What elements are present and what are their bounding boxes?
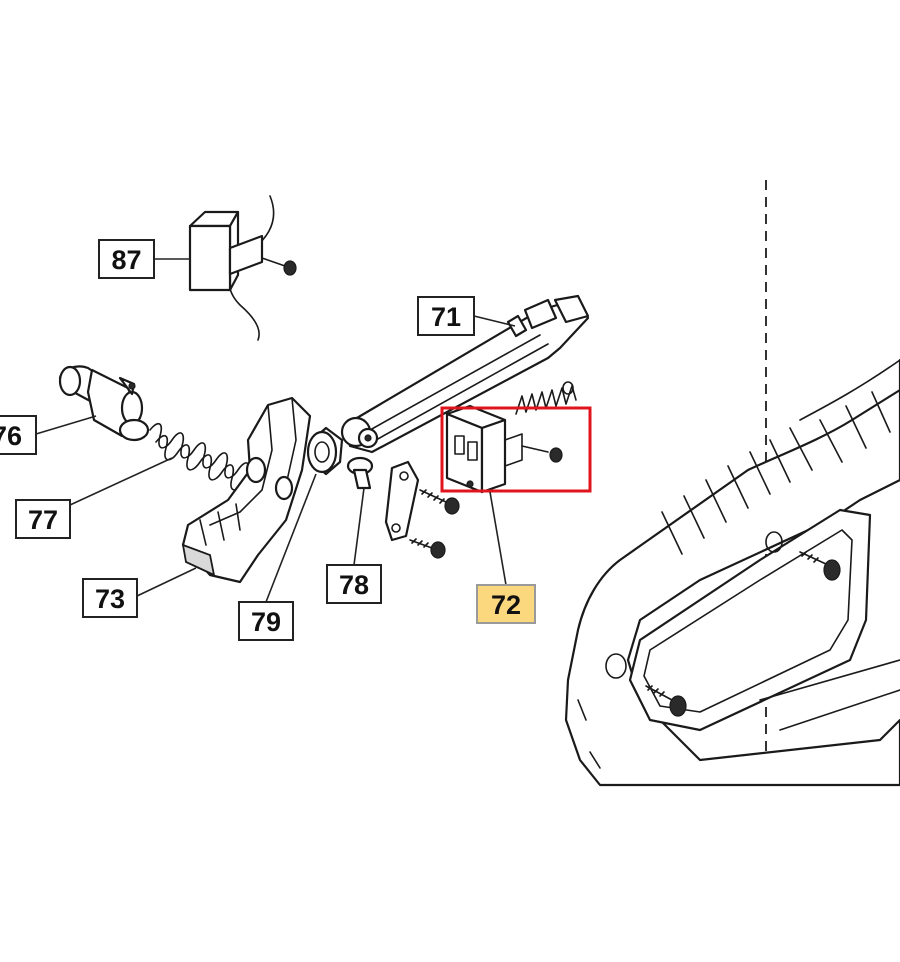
screw-upper	[419, 489, 460, 515]
callout-79-label: 79	[251, 607, 281, 637]
part-71-switch-rod	[340, 294, 590, 454]
part-78-pin	[346, 456, 374, 490]
screw-lower	[409, 538, 446, 559]
callout-79: 79	[238, 473, 317, 641]
link-plate	[384, 460, 420, 542]
callout-76: 76	[0, 415, 97, 455]
callout-72-label: 72	[491, 590, 521, 620]
callout-72: 72	[476, 491, 536, 624]
callout-76-label: 76	[0, 421, 22, 451]
part-79-roller	[306, 426, 344, 476]
housing	[564, 180, 900, 787]
part-73-trigger	[181, 396, 312, 584]
callout-71: 71	[417, 296, 516, 336]
part-76-plug	[58, 365, 150, 442]
callout-78-label: 78	[339, 570, 369, 600]
highlight-box	[440, 406, 592, 493]
callout-77-label: 77	[28, 505, 58, 535]
callout-73-label: 73	[95, 584, 125, 614]
part-87-brush-block	[188, 195, 297, 341]
callout-71-label: 71	[431, 302, 461, 332]
callout-78: 78	[326, 487, 382, 604]
callout-77: 77	[15, 457, 173, 539]
callout-87: 87	[98, 239, 190, 279]
part-72-micro-switch	[445, 404, 563, 494]
callout-87-label: 87	[111, 245, 141, 275]
callout-73: 73	[82, 567, 197, 618]
